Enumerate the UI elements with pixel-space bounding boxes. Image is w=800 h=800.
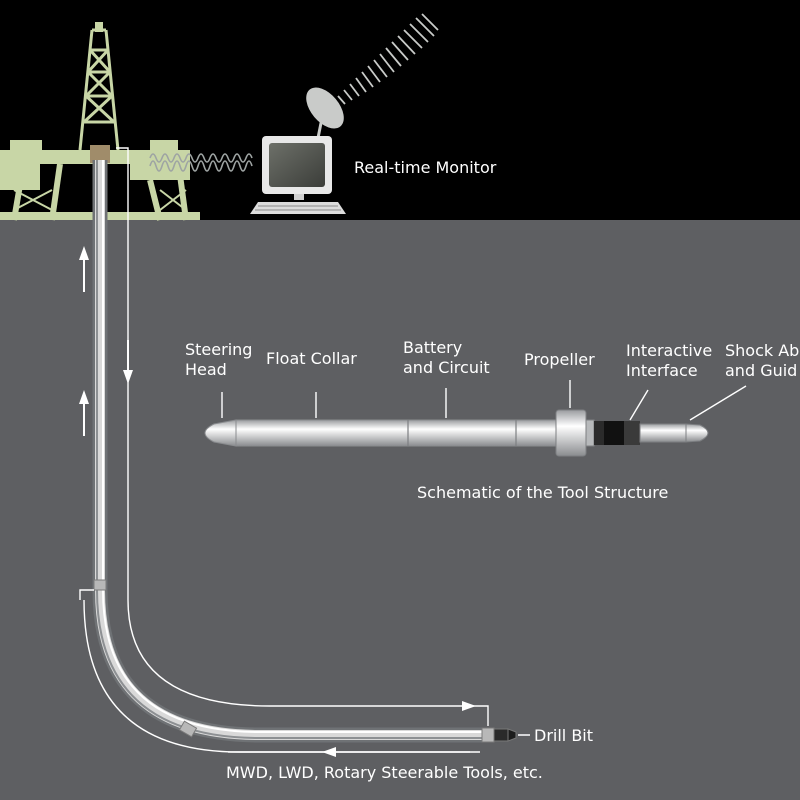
tool-schematic-caption: Schematic of the Tool Structure bbox=[417, 483, 669, 502]
well-bore-pipe bbox=[92, 160, 495, 743]
tool-part-pointers bbox=[221, 380, 747, 421]
tool-part-float-collar-label: Float Collar bbox=[266, 349, 357, 368]
drilling-rig-icon bbox=[0, 22, 200, 221]
tool-part-steering-head-label: Steering Head bbox=[185, 340, 253, 379]
ground-background bbox=[0, 220, 800, 800]
sky-background bbox=[0, 0, 800, 220]
signal-wave-diagonal bbox=[337, 13, 439, 105]
drill-bit-label: Drill Bit bbox=[534, 726, 594, 745]
signal-wave-horizontal bbox=[149, 153, 253, 172]
real-time-monitor-label: Real-time Monitor bbox=[354, 158, 497, 177]
monitor-icon bbox=[250, 136, 346, 214]
drill-bit-icon bbox=[493, 728, 530, 742]
tool-part-battery-circuit-label: Battery and Circuit bbox=[403, 338, 490, 377]
tool-part-shock-absorber-label: Shock Ab and Guid bbox=[725, 341, 800, 380]
tool-part-propeller-label: Propeller bbox=[524, 350, 595, 369]
tool-part-interactive-interface-label: Interactive Interface bbox=[626, 341, 713, 380]
fluid-flow-path bbox=[79, 147, 489, 753]
flow-arrows bbox=[79, 246, 476, 757]
tool-schematic bbox=[204, 409, 709, 457]
satellite-dish-icon bbox=[306, 87, 344, 142]
downhole-tools-label: MWD, LWD, Rotary Steerable Tools, etc. bbox=[226, 763, 543, 782]
